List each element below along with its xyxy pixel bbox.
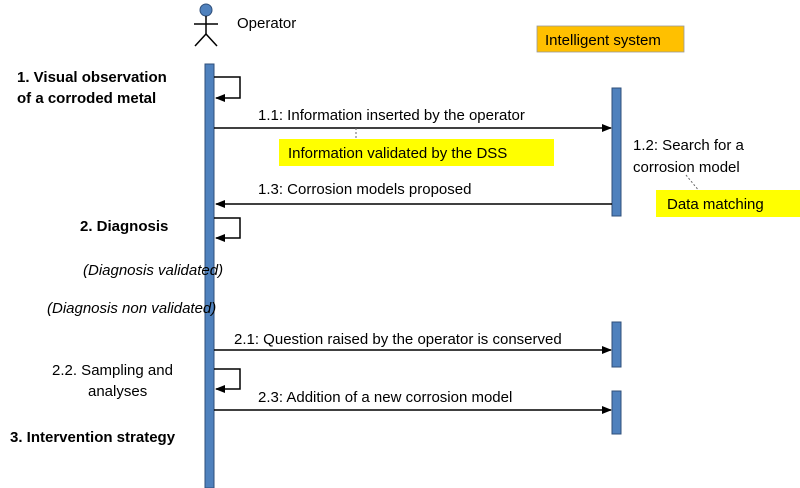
search-note-line1: 1.2: Search for a	[633, 137, 745, 154]
operator-actor-icon	[194, 3, 218, 47]
self-call-2	[214, 217, 241, 242]
step-1-label-line2: of a corroded metal	[17, 90, 156, 107]
data-matching-connector	[685, 174, 701, 193]
message-2-1-label: 2.1: Question raised by the operator is …	[234, 331, 562, 348]
operator-label: Operator	[237, 15, 296, 32]
search-note-line2: corrosion model	[633, 159, 740, 176]
diagnosis-validated-label: (Diagnosis validated)	[83, 262, 223, 279]
step-2-label: 2. Diagnosis	[80, 218, 168, 235]
message-2-3-label: 2.3: Addition of a new corrosion model	[258, 389, 512, 406]
note-data-matching	[656, 190, 800, 217]
note-validated-by-dss	[279, 139, 554, 166]
system-activation-2	[611, 321, 622, 368]
note-data-matching-text: Data matching	[667, 196, 764, 213]
message-1-1-label: 1.1: Information inserted by the operato…	[258, 107, 525, 124]
step-2-2-label-line1: 2.2. Sampling and	[52, 362, 173, 379]
diagnosis-non-validated-label: (Diagnosis non validated)	[47, 300, 216, 317]
system-label: Intelligent system	[545, 32, 661, 49]
step-1-label-line1: 1. Visual observation	[17, 69, 167, 86]
system-activation-1	[611, 87, 622, 217]
note-validated-by-dss-text: Information validated by the DSS	[288, 145, 507, 162]
system-activation-3	[611, 390, 622, 435]
step-3-label: 3. Intervention strategy	[10, 429, 176, 446]
self-call-1	[214, 76, 241, 102]
step-2-2-label-line2: analyses	[88, 383, 147, 400]
self-call-2-2	[214, 368, 241, 393]
operator-lifeline	[204, 63, 215, 488]
message-1-3-label: 1.3: Corrosion models proposed	[258, 181, 471, 198]
system-actor-box	[536, 25, 685, 53]
